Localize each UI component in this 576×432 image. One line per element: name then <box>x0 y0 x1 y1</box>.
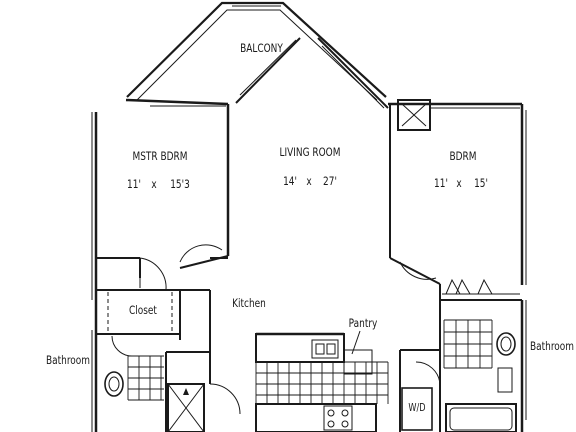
door-swings <box>111 244 441 415</box>
right-bath-tile-floor <box>443 319 493 369</box>
bedroom-label: BDRM <box>449 150 476 163</box>
pantry-label: Pantry <box>349 317 378 330</box>
master-bedroom-by: x <box>151 178 156 191</box>
mechanical-chase <box>397 99 431 131</box>
pantry-leader <box>351 330 361 355</box>
bifold-doors <box>442 278 520 295</box>
living-room-length: 27' <box>323 175 337 188</box>
living-room-width: 14' <box>283 175 297 188</box>
laundry-closet <box>401 387 433 431</box>
kitchen-tile-floor <box>255 361 389 404</box>
balcony-label: BALCONY <box>240 42 283 55</box>
balcony-outline <box>126 1 387 101</box>
bathroom-right-label: Bathroom <box>530 340 574 353</box>
master-bedroom-label: MSTR BDRM <box>133 150 188 163</box>
bedroom-by: x <box>456 177 461 190</box>
bathroom-left-label: Bathroom <box>46 354 90 367</box>
master-bedroom-length: 15'3 <box>170 178 190 191</box>
balcony-sliding-door <box>235 37 389 109</box>
right-bath-fixtures <box>445 332 517 432</box>
left-bath-fixtures <box>104 371 205 432</box>
living-room-label: LIVING ROOM <box>280 146 341 159</box>
bedroom-width: 11' <box>434 177 448 190</box>
closet-label: Closet <box>129 304 157 317</box>
laundry-label: W/D <box>408 402 425 414</box>
left-bath-tile-floor <box>127 355 164 401</box>
master-bedroom-width: 11' <box>127 178 141 191</box>
exterior-walls <box>91 98 527 432</box>
living-room-by: x <box>306 175 311 188</box>
kitchen-counters <box>255 332 377 432</box>
bedroom-length: 15' <box>474 177 488 190</box>
kitchen-label: Kitchen <box>232 297 266 310</box>
